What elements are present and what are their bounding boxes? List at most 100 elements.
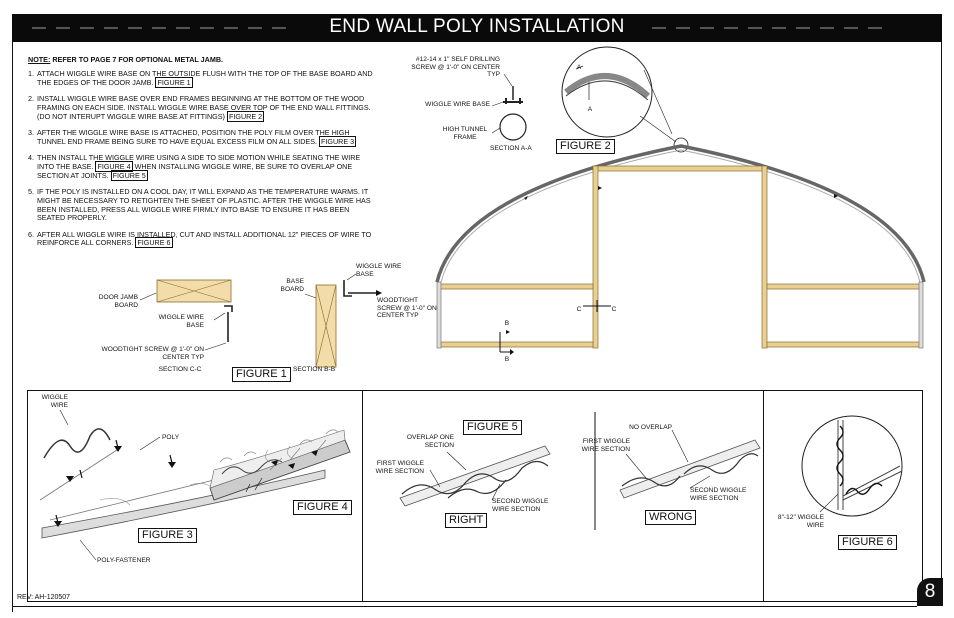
- step-number: 5.: [28, 186, 34, 196]
- step-1: 1. ATTACH WIGGLE WIRE BASE ON THE OUTSID…: [28, 69, 373, 88]
- step-6: 6. AFTER ALL WIGGLE WIRE IS INSTALLED, C…: [28, 229, 373, 249]
- section-a-base-label: WIGGLE WIRE BASE: [425, 101, 490, 108]
- header-dash: [128, 27, 142, 29]
- header-dash: [152, 27, 166, 29]
- fig3-wire-label: WIGGLE WIRE: [41, 394, 68, 409]
- header-dash: [272, 27, 286, 29]
- page-frame-bottom: [12, 606, 917, 607]
- header-dash: [868, 27, 882, 29]
- step-number: 6.: [28, 229, 34, 239]
- figure-4-label: FIGURE 4: [293, 500, 352, 515]
- panel-divider: [362, 391, 363, 601]
- header-dash: [700, 27, 714, 29]
- figure-ref: FIGURE 2: [226, 110, 265, 122]
- cut-mark-c: C: [611, 306, 617, 313]
- step-text: WHEN INSTALLING WIGGLE WIRE, BE SURE TO …: [37, 161, 353, 180]
- section-a-frame-label: HIGH TUNNEL FRAME: [442, 126, 488, 141]
- step-3: 3. AFTER THE WIGGLE WIRE BASE IS ATTACHE…: [28, 127, 373, 147]
- section-a-caption: SECTION A-A: [490, 145, 532, 152]
- fig5-overlap-label: OVERLAP ONE SECTION: [406, 434, 454, 449]
- page-number: 8: [917, 578, 943, 606]
- header-dash: [248, 27, 262, 29]
- fig5-second-label: SECOND WIGGLE WIRE SECTION: [492, 498, 549, 513]
- figure-5-label: FIGURE 5: [463, 420, 522, 435]
- header-dash: [820, 27, 834, 29]
- wrong-label: WRONG: [645, 510, 697, 525]
- page-frame-left: [12, 42, 13, 612]
- section-c-screw-label: WOODTIGHT SCREW @ 1'-0" ON CENTER TYP: [101, 346, 205, 361]
- header-dash: [652, 27, 666, 29]
- header-dash: [772, 27, 786, 29]
- header-dash: [676, 27, 690, 29]
- step-number: 2.: [28, 94, 34, 104]
- header-dash: [200, 27, 214, 29]
- step-4: 4. THEN INSTALL THE WIGGLE WIRE USING A …: [28, 153, 373, 181]
- figure-ref: FIGURE 4: [95, 160, 133, 172]
- revision-label: REV: AH-120507: [17, 594, 71, 601]
- cut-mark-b: B: [504, 356, 510, 363]
- figure-1-label: FIGURE 1: [232, 367, 291, 382]
- header-dash: [32, 27, 46, 29]
- page-frame-right: [941, 42, 942, 578]
- note-text: REFER TO PAGE 7 FOR OPTIONAL METAL JAMB.: [50, 55, 224, 64]
- fig3-fastener-label: POLY-FASTENER: [97, 557, 151, 564]
- header-dash: [844, 27, 858, 29]
- step-text: IF THE POLY IS INSTALLED ON A COOL DAY, …: [37, 186, 371, 223]
- step-text: THEN INSTALL THE WIGGLE WIRE USING A SID…: [37, 153, 361, 171]
- header-dash: [80, 27, 94, 29]
- cut-mark-c: C: [576, 306, 582, 313]
- detail-mark-a: A: [576, 64, 582, 71]
- figure-6-label: FIGURE 6: [838, 535, 897, 550]
- section-b-caption: SECTION B-B: [293, 366, 336, 373]
- figure-2-label: FIGURE 2: [556, 139, 615, 154]
- step-text: INSTALL WIGGLE WIRE BASE OVER END FRAMES…: [37, 94, 371, 121]
- header-dash: [724, 27, 738, 29]
- fig5-first-wrong-label: FIRST WIGGLE WIRE SECTION: [581, 438, 630, 453]
- fig5-no-overlap-label: NO OVERLAP: [629, 424, 672, 431]
- fig3-poly-label: POLY: [162, 434, 180, 441]
- section-b-screw-label: WOODTIGHT SCREW @ 1'-0" ON CENTER TYP: [377, 297, 437, 320]
- section-a-screw-label: #12-14 x 1" SELF DRILLING SCREW @ 1'-0" …: [411, 56, 500, 79]
- step-2: 2. INSTALL WIGGLE WIRE BASE OVER END FRA…: [28, 94, 373, 122]
- step-number: 1.: [28, 69, 34, 78]
- step-number: 4.: [28, 153, 34, 163]
- header-dash: [796, 27, 810, 29]
- door-jamb-label: DOOR JAMB BOARD: [98, 294, 138, 309]
- header-dash: [104, 27, 118, 29]
- instruction-steps: 1. ATTACH WIGGLE WIRE BASE ON THE OUTSID…: [28, 69, 373, 256]
- header-dash: [176, 27, 190, 29]
- section-b-base-label: WIGGLE WIRE BASE: [356, 263, 402, 278]
- panel-divider: [763, 391, 764, 601]
- figure-3-label: FIGURE 3: [138, 528, 197, 543]
- step-number: 3.: [28, 127, 34, 137]
- note-label: NOTE:: [28, 55, 51, 64]
- detail-mark-a: A: [587, 106, 593, 113]
- note: NOTE: REFER TO PAGE 7 FOR OPTIONAL METAL…: [28, 55, 223, 64]
- header-dash: [56, 27, 70, 29]
- fig5-second-wrong-label: SECOND WIGGLE WIRE SECTION: [690, 487, 747, 502]
- fig6-wire-label: 8"-12" WIGGLE WIRE: [777, 514, 824, 529]
- base-board-label: BASE BOARD: [280, 278, 304, 293]
- section-c-caption: SECTION C-C: [158, 366, 202, 373]
- step-text: AFTER THE WIGGLE WIRE BASE IS ATTACHED, …: [37, 127, 350, 146]
- header-dash: [748, 27, 762, 29]
- cut-mark-b: B: [504, 320, 510, 327]
- page-title: END WALL POLY INSTALLATION: [329, 16, 625, 37]
- figure-ref: FIGURE 5: [110, 169, 148, 181]
- header-dash: [224, 27, 238, 29]
- step-text: AFTER ALL WIGGLE WIRE IS INSTALLED, CUT …: [37, 229, 372, 248]
- right-label: RIGHT: [445, 513, 488, 528]
- page-header: END WALL POLY INSTALLATION: [12, 14, 942, 42]
- figure-ref: FIGURE 1: [155, 76, 193, 88]
- bottom-figures-panel: [27, 390, 923, 602]
- step-text: ATTACH WIGGLE WIRE BASE ON THE OUTSIDE F…: [37, 69, 373, 87]
- figure-ref: FIGURE 3: [318, 135, 357, 147]
- section-c-base-label: WIGGLE WIRE BASE: [158, 314, 204, 329]
- figure-ref: FIGURE 6: [135, 237, 173, 249]
